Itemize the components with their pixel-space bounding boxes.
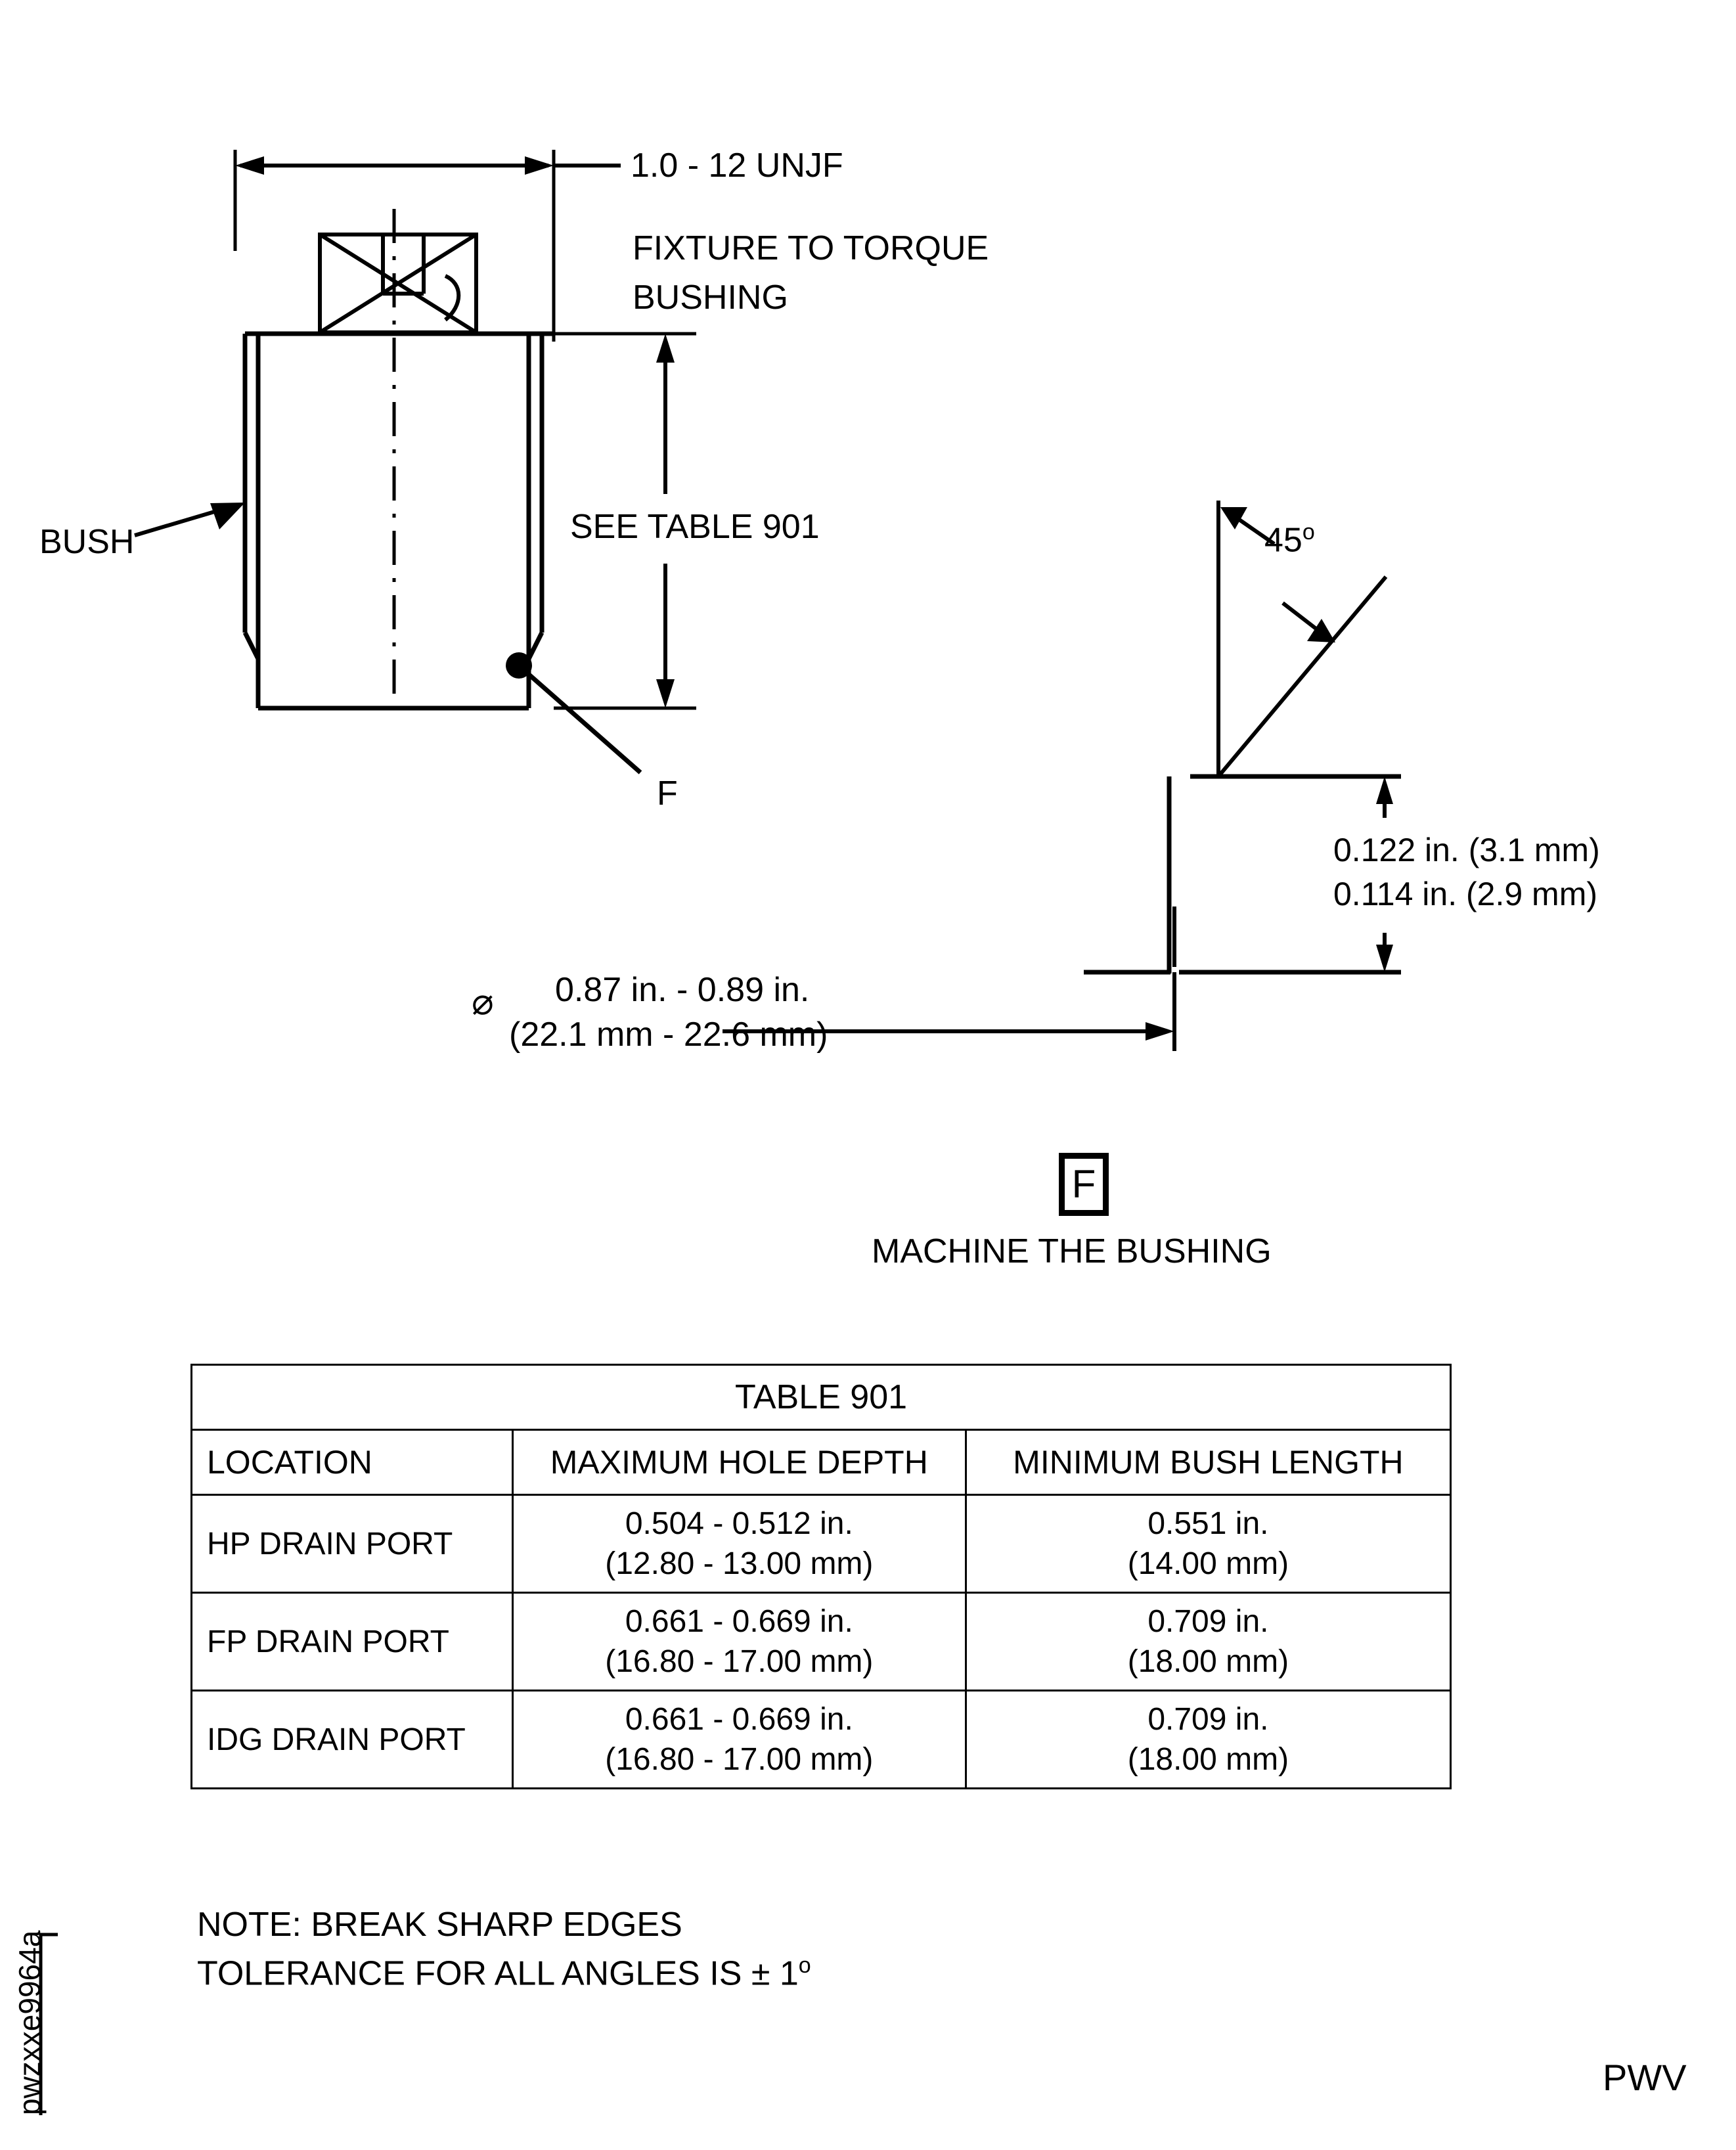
cell-hole-depth-in: 0.504 - 0.512 in. [625,1506,853,1541]
angle-label: 45o [1264,519,1315,561]
cell-bush-length-in: 0.709 in. [1147,1603,1269,1639]
diameter-label-line1: 0.87 in. - 0.89 in. [555,971,810,1009]
doc-id-bracket [39,1933,58,2115]
cell-bush-length-in: 0.709 in. [1147,1701,1269,1737]
surface-flag-label: F [657,774,678,813]
angle-value: 45 [1264,521,1302,560]
fixture-x-2 [319,233,478,334]
angle-arrow-upper-head [1220,507,1247,529]
surface-callout-leader [519,665,642,774]
length-arrow-down [656,679,675,708]
document-id-block: pwzxxe9964a [12,1833,58,2115]
cell-hole-depth: 0.661 - 0.669 in. (16.80 - 17.00 mm) [511,1690,967,1789]
corner-code: PWV [1603,2057,1687,2098]
cell-hole-depth: 0.504 - 0.512 in. (12.80 - 13.00 mm) [511,1494,967,1594]
surface-finish-caption: MACHINE THE BUSHING [872,1232,1272,1270]
cell-hole-depth: 0.661 - 0.669 in. (16.80 - 17.00 mm) [511,1592,967,1691]
diameter-leader-arrowhead [1146,1022,1174,1041]
column-header-location: LOCATION [190,1429,514,1496]
length-callout-label: SEE TABLE 901 [570,508,820,546]
cell-hole-depth-mm: (16.80 - 17.00 mm) [605,1644,874,1679]
cell-location: IDG DRAIN PORT [190,1690,514,1789]
fixture-note-line1: FIXTURE TO TORQUE [633,229,989,267]
cell-bush-length-mm: (18.00 mm) [1127,1644,1289,1679]
arrowhead-left [235,156,264,175]
cell-bush-length-mm: (18.00 mm) [1127,1742,1289,1777]
table-row: FP DRAIN PORT 0.661 - 0.669 in. (16.80 -… [190,1592,1452,1691]
bush-label: BUSH [39,523,135,561]
thickness-label-line2: 0.114 in. (2.9 mm) [1333,876,1598,912]
thread-callout-label: 1.0 - 12 UNJF [631,146,843,185]
note-line-2-text: TOLERANCE FOR ALL ANGLES IS ± 1 [197,1954,799,1993]
fixture-note-line2: BUSHING [633,279,788,317]
note-line-1: NOTE: BREAK SHARP EDGES [197,1906,682,1944]
angle-arrow-upper-line [1232,514,1276,546]
diameter-label-line2: (22.1 mm - 22.6 mm) [509,1016,828,1054]
diameter-symbol-icon: ⌀ [472,981,494,1022]
arrowhead-right [525,156,554,175]
length-arrow-up [656,334,675,363]
cell-location: FP DRAIN PORT [190,1592,514,1691]
thickness-label-line1: 0.122 in. (3.1 mm) [1333,832,1600,868]
cell-bush-length-in: 0.551 in. [1147,1506,1269,1541]
thickness-arrow-up [1376,776,1393,804]
note-line-2: TOLERANCE FOR ALL ANGLES IS ± 1o [197,1952,811,1994]
cell-hole-depth-in: 0.661 - 0.669 in. [625,1603,853,1639]
angle-arrow-lower-line [1281,601,1322,634]
fixture-break-curve [444,274,461,322]
bush-leader-arrowhead [210,503,245,529]
degree-symbol-icon: o [798,1953,811,1978]
detail-chamfer-45 [1216,575,1388,778]
table-901: TABLE 901 LOCATION MAXIMUM HOLE DEPTH MI… [190,1364,1452,1789]
column-header-min-bush-length: MINIMUM BUSH LENGTH [964,1429,1452,1496]
cell-bush-length: 0.551 in. (14.00 mm) [964,1494,1452,1594]
cell-bush-length-mm: (14.00 mm) [1127,1546,1289,1581]
document-id-text: pwzxxe9964a [12,1930,47,2115]
table-title-row: TABLE 901 [190,1364,1452,1431]
table-row: IDG DRAIN PORT 0.661 - 0.669 in. (16.80 … [190,1690,1452,1789]
degree-symbol-icon: o [1302,520,1315,545]
column-header-max-hole-depth: MAXIMUM HOLE DEPTH [511,1429,967,1496]
table-header-row: LOCATION MAXIMUM HOLE DEPTH MINIMUM BUSH… [190,1429,1452,1496]
table-row: HP DRAIN PORT 0.504 - 0.512 in. (12.80 -… [190,1494,1452,1594]
cell-hole-depth-mm: (12.80 - 13.00 mm) [605,1546,874,1581]
cell-location: HP DRAIN PORT [190,1494,514,1594]
table-title: TABLE 901 [190,1364,1452,1431]
angle-arrow-lower-head [1307,619,1335,642]
thickness-arrow-down [1376,945,1393,972]
cell-hole-depth-mm: (16.80 - 17.00 mm) [605,1742,874,1777]
bush-chamfer-right [526,631,545,660]
cell-hole-depth-in: 0.661 - 0.669 in. [625,1701,853,1737]
cell-bush-length: 0.709 in. (18.00 mm) [964,1592,1452,1691]
surface-finish-symbol-letter: F [1071,1162,1096,1206]
cell-bush-length: 0.709 in. (18.00 mm) [964,1690,1452,1789]
surface-finish-symbol-frame: F [1059,1153,1109,1216]
